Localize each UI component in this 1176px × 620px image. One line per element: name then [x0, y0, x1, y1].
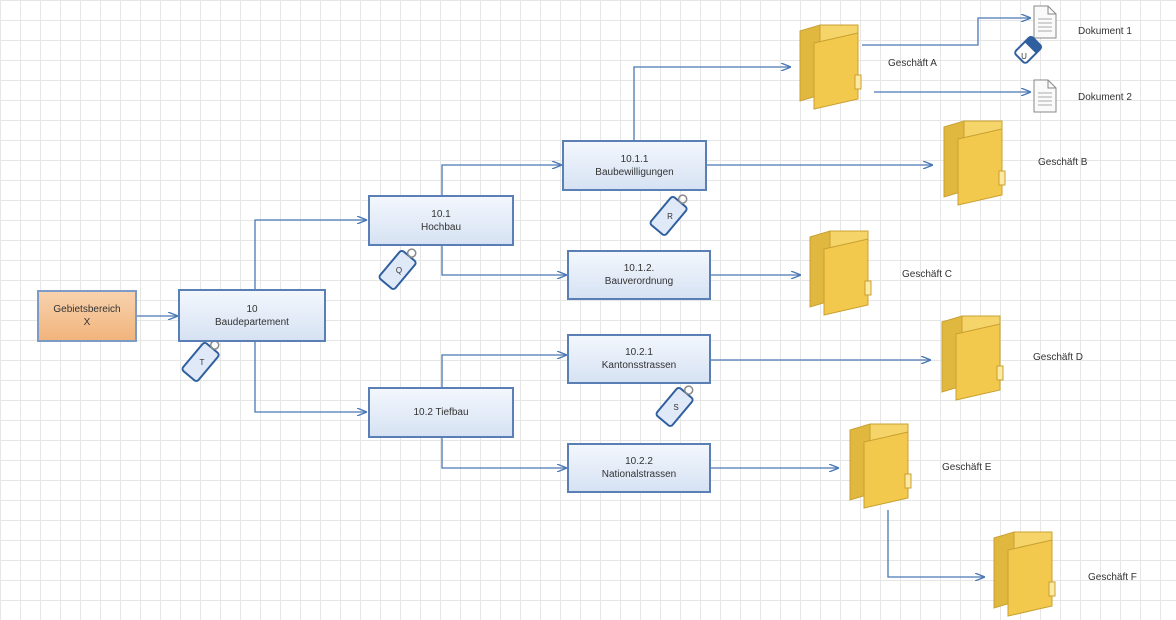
document-icon-2: [1033, 79, 1057, 113]
edge-folder-a-to-doc1: [862, 18, 1030, 46]
tag-label-t: T: [199, 358, 205, 367]
folder-label-e: Geschäft E: [942, 462, 992, 473]
tag-icon-s: [655, 385, 694, 427]
folder-label-c: Geschäft C: [902, 269, 953, 280]
folder-icon-d: [941, 315, 1004, 401]
node-10-2-2-nationalstrassen[interactable]: 10.2.2 Nationalstrassen: [567, 443, 711, 493]
node-label: X: [83, 317, 91, 328]
node-10-2-tiefbau[interactable]: 10.2 Tiefbau: [368, 387, 514, 438]
node-label: 10: [246, 303, 258, 315]
document-label-1: Dokument 1: [1078, 26, 1132, 37]
folder-icon-c: [809, 230, 872, 316]
folder-icon-f: [993, 531, 1056, 617]
folder-label-b: Geschäft B: [1038, 157, 1088, 168]
folder-label-a: Geschäft A: [888, 58, 937, 69]
tag-icon-t: [181, 340, 220, 382]
folder-icon-e: [849, 423, 912, 509]
tag-label-q: Q: [395, 266, 403, 275]
tag-label-s: S: [673, 403, 679, 412]
folder-icon-b: [943, 120, 1006, 206]
folder-label-d: Geschäft D: [1033, 352, 1084, 363]
node-label: Hochbau: [420, 221, 462, 233]
node-10-1-hochbau[interactable]: 10.1 Hochbau: [368, 195, 514, 246]
node-label: Baudepartement: [215, 316, 289, 328]
document-label-2: Dokument 2: [1078, 92, 1132, 103]
edge-101-to-1011: [441, 165, 561, 196]
node-label: 10.1.1: [620, 153, 649, 165]
tag-label-u: U: [1021, 52, 1027, 61]
node-label: Gebietsbereich: [53, 304, 121, 315]
node-label: Nationalstrassen: [601, 469, 677, 480]
tag-icon-r: [649, 194, 688, 236]
edge-101-to-1012: [441, 246, 566, 275]
node-gebietsbereich[interactable]: Gebietsbereich X: [37, 290, 137, 342]
edge-folder-e-to-folder-f: [887, 510, 984, 577]
edge-102-to-1022: [441, 438, 566, 468]
node-label: Kantonsstrassen: [601, 360, 677, 371]
edge-10-to-101: [254, 220, 366, 290]
node-label: 10.2.2: [625, 456, 653, 467]
node-label: Bauverordnung: [604, 276, 674, 287]
node-10-1-1-baubewilligungen[interactable]: 10.1.1 Baubewilligungen: [562, 140, 707, 191]
folder-label-f: Geschäft F: [1088, 572, 1137, 583]
node-10-baudepartement[interactable]: 10 Baudepartement: [178, 289, 326, 342]
node-label: 10.2 Tiefbau: [413, 407, 469, 418]
tag-icon-q: [378, 248, 417, 290]
folder-icon-a: [799, 24, 862, 110]
node-10-1-2-bauverordnung[interactable]: 10.1.2. Bauverordnung: [567, 250, 711, 300]
node-label: Baubewilligungen: [595, 166, 674, 178]
document-icon-1: [1033, 5, 1057, 39]
node-label: 10.2.1: [625, 347, 653, 358]
edge-10-to-102: [254, 342, 366, 412]
node-10-2-1-kantonsstrassen[interactable]: 10.2.1 Kantonsstrassen: [567, 334, 711, 384]
node-label: 10.1.2.: [623, 263, 655, 274]
tag-label-r: R: [667, 212, 673, 221]
node-label: 10.1: [431, 208, 451, 220]
tag-icon-u: [1014, 35, 1043, 64]
edge-1011-to-folder-a: [633, 67, 790, 140]
